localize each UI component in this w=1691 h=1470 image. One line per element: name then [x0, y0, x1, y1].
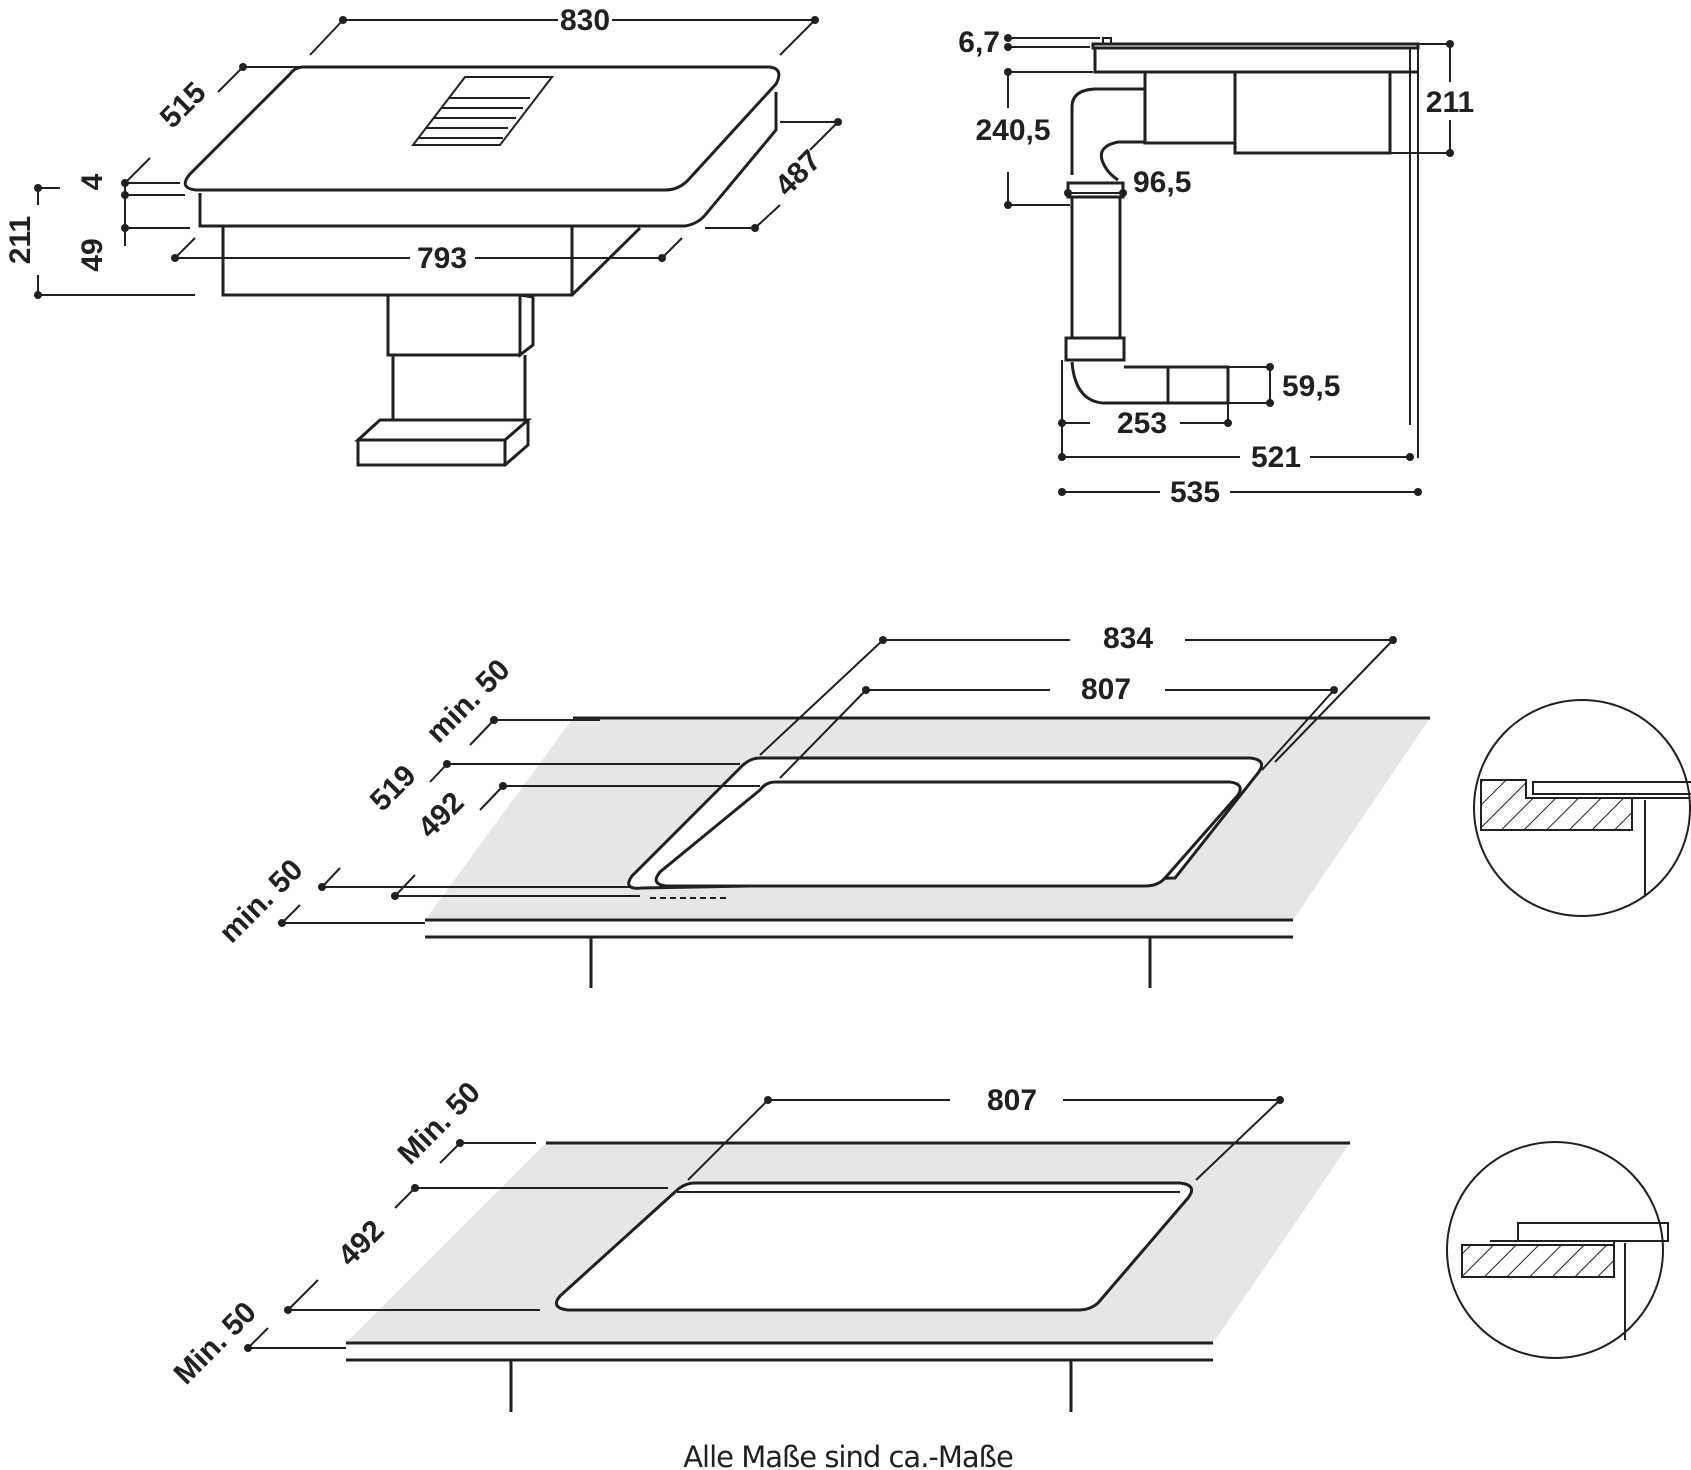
dim-top-6-7: 6,7	[958, 26, 1000, 59]
flush-cutout-view: 834 807 min. 50 519 492 min. 50	[213, 622, 1691, 988]
dim-depth-519: 519	[364, 759, 423, 818]
dim-height-211-side: 211	[1426, 86, 1474, 119]
standard-cutout-view: 807 Min. 50 492 Min. 50	[168, 1076, 1669, 1412]
dim-min-50-back-standard: Min. 50	[392, 1076, 487, 1171]
dim-depth-492-standard: 492	[332, 1214, 391, 1273]
dim-outlet-59-5: 59,5	[1282, 370, 1340, 403]
dim-width-830: 830	[560, 4, 610, 37]
dim-outer-834: 834	[1103, 622, 1153, 655]
caption: Alle Maße sind ca.-Maße	[683, 1440, 1013, 1470]
dim-inner-807: 807	[1081, 673, 1131, 706]
standard-detail-circle	[1446, 1141, 1669, 1359]
dim-min-50-front-standard: Min. 50	[168, 1296, 263, 1391]
dim-width-807: 807	[987, 1084, 1037, 1117]
dim-glass-4: 4	[76, 173, 109, 190]
flush-detail-circle	[1473, 699, 1691, 917]
dim-outlet-253: 253	[1117, 407, 1167, 440]
dim-side-487: 487	[769, 144, 828, 203]
dim-depth-492: 492	[412, 786, 471, 845]
dim-min-50-back: min. 50	[420, 653, 516, 749]
hob-perspective-view: 830 515 487 211 4 49 793	[4, 4, 842, 467]
dim-body-49: 49	[76, 238, 109, 271]
dim-height-211: 211	[4, 216, 37, 264]
dim-duct-240-5: 240,5	[975, 114, 1050, 147]
dim-depth-535: 535	[1170, 476, 1220, 509]
dim-min-50-front: min. 50	[213, 853, 309, 949]
dim-body-793: 793	[417, 242, 467, 275]
dim-diameter-96-5: 96,5	[1133, 166, 1191, 199]
dim-depth-515: 515	[154, 76, 213, 135]
side-section-view: 6,7 240,5 96,5 211 59,5 253 521 535	[958, 26, 1474, 509]
dim-depth-521: 521	[1251, 441, 1301, 474]
